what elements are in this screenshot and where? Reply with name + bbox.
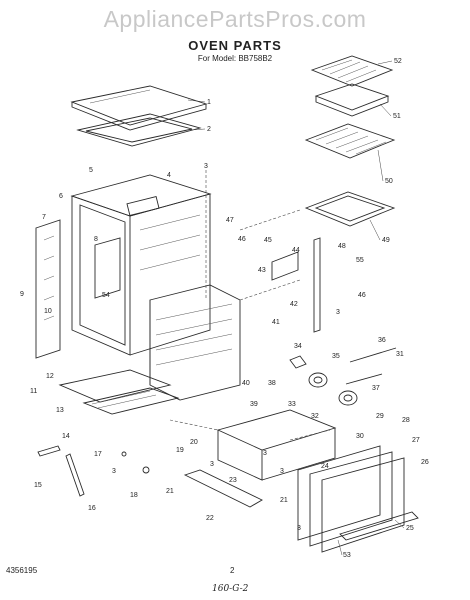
- callout-label: 48: [338, 243, 346, 250]
- part-heat-shield[interactable]: [271, 251, 299, 281]
- callout-label: 53: [343, 552, 351, 559]
- callout-label: 5: [89, 167, 93, 174]
- part-side-panel[interactable]: [35, 219, 61, 359]
- callout-label: 34: [294, 343, 302, 350]
- callout-label: 16: [88, 505, 96, 512]
- callout-label: 55: [356, 257, 364, 264]
- callout-label: 31: [396, 351, 404, 358]
- footer-page-number: 2: [230, 566, 235, 575]
- callout-label: 19: [176, 447, 184, 454]
- diagram-title: OVEN PARTS: [188, 38, 282, 53]
- callout-label: 47: [226, 217, 234, 224]
- callout-label: 2: [207, 126, 211, 133]
- callout-label: 46: [238, 236, 246, 243]
- callout-label: 24: [321, 463, 329, 470]
- callout-label: 38: [268, 380, 276, 387]
- callout-label: 46: [358, 292, 366, 299]
- callout-label: 29: [376, 413, 384, 420]
- callout-label: 37: [372, 385, 380, 392]
- callout-label: 15: [34, 482, 42, 489]
- callout-label: 8: [94, 236, 98, 243]
- callout-label: 25: [406, 525, 414, 532]
- callout-label: 17: [94, 451, 102, 458]
- callout-label: 3: [297, 525, 301, 532]
- callout-label: 42: [290, 301, 298, 308]
- callout-label: 1: [207, 99, 211, 106]
- callout-label: 49: [382, 237, 390, 244]
- callout-label: 30: [356, 433, 364, 440]
- callout-label: 45: [264, 237, 272, 244]
- callout-label: 21: [280, 497, 288, 504]
- callout-label: 18: [130, 492, 138, 499]
- callout-label: 28: [402, 417, 410, 424]
- part-cooktop-panel[interactable]: [70, 85, 208, 131]
- part-vertical-bracket[interactable]: [313, 237, 321, 333]
- assembly-lines: [169, 170, 331, 441]
- callout-label: 3: [280, 468, 284, 475]
- callout-label: 41: [272, 319, 280, 326]
- leader-lines: [187, 60, 405, 556]
- footer-handwritten-note: 160-G-2: [212, 584, 249, 594]
- callout-label: 21: [166, 488, 174, 495]
- callout-label: 36: [378, 337, 386, 344]
- callout-label: 3: [210, 461, 214, 468]
- callout-label: 3: [112, 468, 116, 475]
- callout-label: 3: [336, 309, 340, 316]
- part-broiler-grid[interactable]: [310, 55, 394, 87]
- part-broiler-pan[interactable]: [314, 83, 390, 117]
- callout-label: 52: [394, 58, 402, 65]
- callout-label: 54: [102, 292, 110, 299]
- callout-label: 39: [250, 401, 258, 408]
- footer-code: 4356195: [6, 566, 38, 575]
- callout-label: 33: [288, 401, 296, 408]
- callout-label: 7: [42, 214, 46, 221]
- callout-label: 43: [258, 267, 266, 274]
- callout-label: 13: [56, 407, 64, 414]
- part-top-trim[interactable]: [76, 113, 202, 147]
- callout-label: 11: [30, 388, 37, 395]
- callout-label: 27: [412, 437, 420, 444]
- callout-label: 9: [20, 291, 24, 298]
- part-small-hardware[interactable]: [37, 445, 150, 497]
- callout-label: 3: [204, 163, 208, 170]
- part-control-rings[interactable]: [289, 355, 358, 406]
- watermark: AppliancePartsPros.com: [103, 6, 367, 32]
- callout-label: 23: [229, 477, 237, 484]
- model-number: For Model: BB758B2: [197, 54, 273, 63]
- callout-label: 12: [46, 373, 54, 380]
- part-drawer-door[interactable]: [297, 445, 419, 553]
- callout-label: 35: [332, 353, 340, 360]
- part-oven-rack[interactable]: [304, 123, 396, 159]
- callout-label: 3: [263, 450, 267, 457]
- callout-label: 26: [421, 459, 429, 466]
- callout-label: 14: [62, 433, 70, 440]
- callout-label: 40: [242, 380, 250, 387]
- callout-label: 20: [190, 439, 198, 446]
- callout-label: 44: [292, 247, 300, 254]
- callout-label: 10: [44, 308, 52, 315]
- part-rod[interactable]: [345, 347, 397, 385]
- callout-label: 6: [59, 193, 63, 200]
- part-bottom-plate[interactable]: [58, 369, 180, 415]
- part-broiler-drawer[interactable]: [216, 409, 337, 481]
- callout-label: 4: [167, 172, 171, 179]
- callout-label: 51: [393, 113, 401, 120]
- part-oven-body[interactable]: [71, 193, 211, 356]
- part-drawer-handle[interactable]: [183, 469, 263, 508]
- callout-label: 22: [206, 515, 214, 522]
- part-oven-liner[interactable]: [149, 284, 241, 401]
- callout-labels: 1 2 3 4 5 6 7 8 9 10 11 12 13 14 15 16 1…: [20, 58, 429, 559]
- callout-label: 50: [385, 178, 393, 185]
- part-bake-tray[interactable]: [304, 191, 396, 227]
- callout-label: 32: [311, 413, 319, 420]
